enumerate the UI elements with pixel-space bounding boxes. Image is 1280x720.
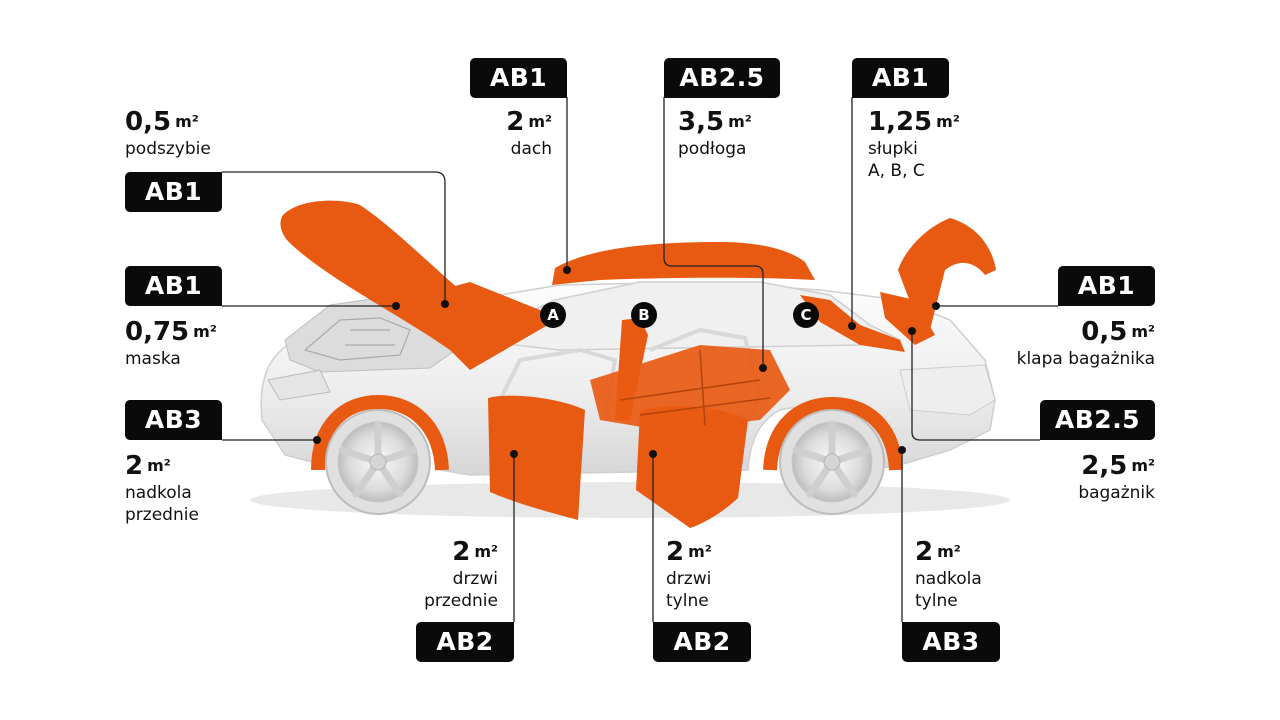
dot-drzwi-tylne <box>649 450 657 458</box>
callout-maska-desc: maska <box>125 349 181 369</box>
callout-drzwi-przednie-tag: AB2 <box>416 622 514 662</box>
rear-door-panel <box>636 406 748 528</box>
callout-klapa-tag: AB1 <box>1058 266 1155 306</box>
floor-detail <box>619 349 771 426</box>
floor-panel <box>590 345 790 430</box>
dot-slupki <box>848 322 856 330</box>
dot-maska <box>392 302 400 310</box>
dot-nadkola-tylne <box>898 446 906 454</box>
callout-nadkola-przednie-desc-line2: przednie <box>125 505 199 525</box>
callout-drzwi-tylne-tag: AB2 <box>653 622 751 662</box>
callout-podszybie-tag: AB1 <box>125 172 222 212</box>
callout-klapa-desc: klapa bagażnika <box>1016 349 1155 369</box>
pillar-c-marker: C <box>793 302 819 328</box>
cowl-panel <box>440 282 560 370</box>
callout-nadkola-przednie-tag: AB3 <box>125 400 222 440</box>
hood-panel <box>280 200 460 350</box>
leader-bagaznik <box>911 332 1040 441</box>
rear-wheel-arch <box>763 396 903 471</box>
dot-drzwi-przednie <box>510 450 518 458</box>
callout-dach-tag: AB1 <box>470 58 567 98</box>
callout-nadkola-tylne-desc-line2: tylne <box>915 591 958 611</box>
callout-podszybie-desc: podszybie <box>125 139 211 159</box>
callout-drzwi-przednie-desc-line2: przednie <box>424 591 498 611</box>
callout-nadkola-tylne-desc-line1: nadkola <box>915 569 982 589</box>
callout-podloga-tag: AB2.5 <box>664 58 780 98</box>
callout-slupki-tag: AB1 <box>852 58 949 98</box>
leader-podszybie <box>222 171 446 302</box>
trunk-panel <box>880 292 935 345</box>
front-wheel <box>325 409 431 515</box>
front-door-panel <box>488 395 585 520</box>
callout-drzwi-tylne-desc-line1: drzwi <box>666 569 712 589</box>
callout-drzwi-tylne-desc-line2: tylne <box>666 591 709 611</box>
callout-bagaznik-desc: bagażnik <box>1078 483 1155 503</box>
roof-panel <box>552 242 815 285</box>
dot-bagaznik <box>908 327 916 335</box>
rear-wheel <box>779 409 885 515</box>
engine-detail <box>303 317 411 361</box>
callout-nadkola-tylne-tag: AB3 <box>902 622 1000 662</box>
dot-podloga <box>759 364 767 372</box>
callout-slupki-desc-line2: A, B, C <box>868 161 925 181</box>
dot-klapa <box>932 302 940 310</box>
dot-dach <box>563 266 571 274</box>
callout-slupki-desc-line1: słupki <box>868 139 918 159</box>
trunk-lid-panel <box>898 218 996 330</box>
callout-dach-desc: dach <box>510 139 552 159</box>
dot-podszybie <box>441 300 449 308</box>
callout-maska-tag: AB1 <box>125 266 222 306</box>
callout-bagaznik-tag: AB2.5 <box>1040 400 1155 440</box>
leader-podloga <box>663 97 764 366</box>
front-wheel-arch <box>311 394 449 471</box>
headlight <box>267 369 331 401</box>
pillar-a-marker: A <box>540 302 566 328</box>
dot-nadkola-przednie <box>313 436 321 444</box>
callout-nadkola-przednie-desc-line1: nadkola <box>125 483 192 503</box>
rear-bumper <box>899 364 996 416</box>
callout-drzwi-przednie-desc-line1: drzwi <box>452 569 498 589</box>
pillar-b-marker: B <box>631 302 657 328</box>
callout-podloga-desc: podłoga <box>678 139 747 159</box>
